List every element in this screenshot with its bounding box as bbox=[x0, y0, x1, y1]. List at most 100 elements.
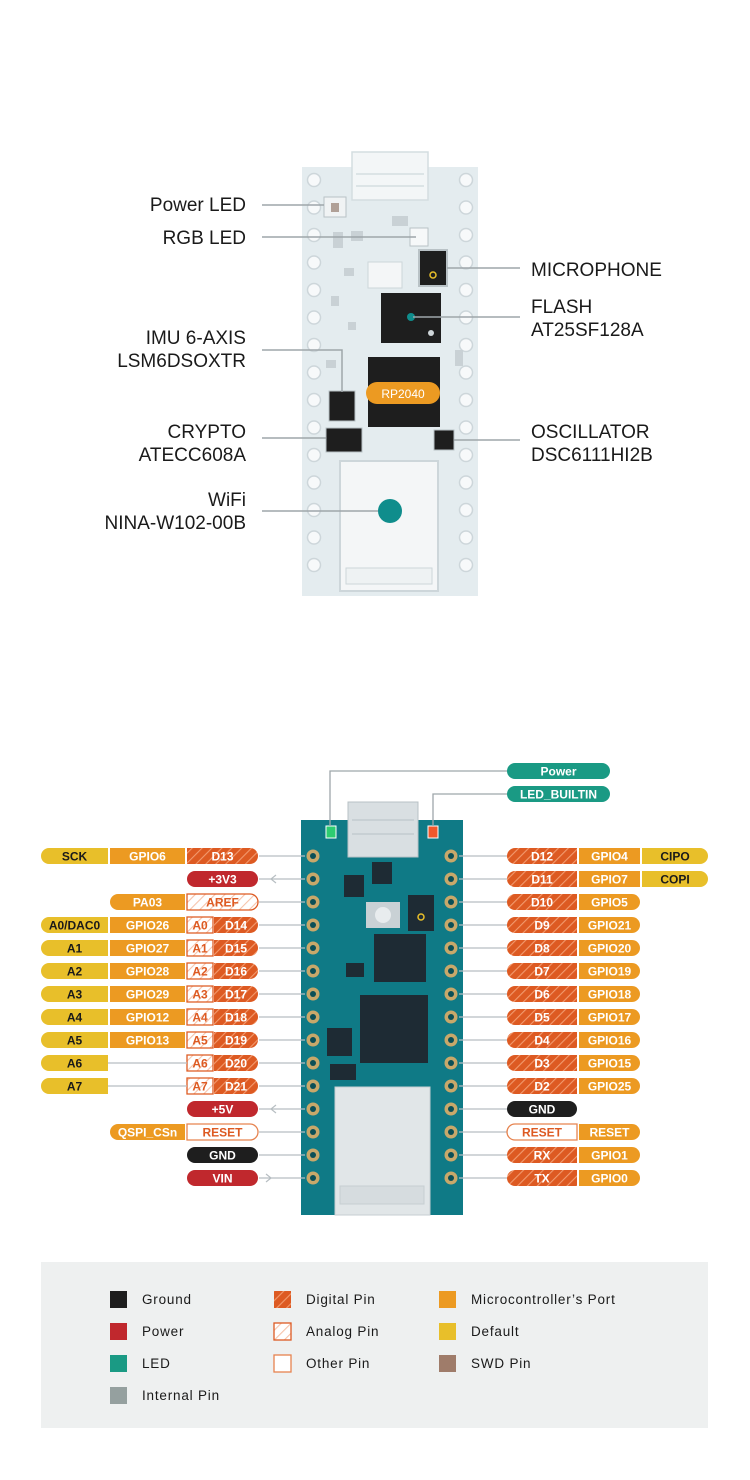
right-pin-d2-pill bbox=[507, 1078, 577, 1094]
left-pin-d21-label: D21 bbox=[225, 1079, 247, 1093]
right-pin-gpio4-pill bbox=[579, 848, 640, 864]
left-pin-a2-pill bbox=[41, 963, 108, 979]
right-pin-rx-label: RX bbox=[534, 1148, 551, 1162]
right-pin-tx-label: TX bbox=[534, 1171, 549, 1185]
right-pin-gpio20-label: GPIO20 bbox=[588, 941, 632, 955]
right-pin-row: D8 GPIO20 bbox=[459, 940, 640, 956]
left-pin-a4-pill bbox=[41, 1009, 108, 1025]
pinout-board bbox=[301, 801, 463, 1216]
right-pin-d6-label: D6 bbox=[534, 987, 550, 1001]
left-pin-sck-label: SCK bbox=[62, 849, 88, 863]
left-pin-a6-label: A6 bbox=[192, 1056, 208, 1070]
left-pin-a1-pill bbox=[186, 939, 214, 957]
left-pin-gpio12-label: GPIO12 bbox=[126, 1010, 170, 1024]
legend-label-other: Other Pin bbox=[306, 1356, 370, 1371]
legend-swatch-ground bbox=[110, 1291, 127, 1308]
left-pin-a2-label: A2 bbox=[67, 964, 83, 978]
left-pin-a7-pill bbox=[41, 1078, 108, 1094]
right-pin-d3-label: D3 bbox=[534, 1056, 550, 1070]
legend-swatch-swd bbox=[439, 1355, 456, 1372]
left-pin-a6-label: A6 bbox=[67, 1056, 83, 1070]
left-pin-d13-label: D13 bbox=[211, 849, 233, 863]
right-pin-d8-label: D8 bbox=[534, 941, 550, 955]
callout-microphone: MICROPHONE bbox=[531, 260, 662, 281]
legend-swatch-mcu bbox=[439, 1291, 456, 1308]
left-pin-a7-label: A7 bbox=[192, 1079, 208, 1093]
legend-swatch-internal bbox=[110, 1387, 127, 1404]
right-pin-d5-pill bbox=[507, 1009, 577, 1025]
left-pin-d19-label: D19 bbox=[225, 1033, 247, 1047]
left-pin-a5-pill bbox=[41, 1032, 108, 1048]
left-pin-d14-label: D14 bbox=[225, 918, 247, 932]
chevron-left-icon bbox=[270, 1104, 277, 1114]
left-pin-row: +5V bbox=[187, 1101, 305, 1117]
right-pin-d10-pill bbox=[507, 894, 577, 910]
right-pin-gnd-label: GND bbox=[529, 1102, 556, 1116]
right-pin-d9-label: D9 bbox=[534, 918, 550, 932]
right-pin-row: D9 GPIO21 bbox=[459, 917, 640, 933]
right-pin-d7-label: D7 bbox=[534, 964, 550, 978]
left-pin-gpio27-pill bbox=[110, 940, 185, 956]
chevron-left-icon bbox=[270, 874, 277, 884]
rp2040-label: RP2040 bbox=[381, 387, 425, 401]
oscillator-chip bbox=[433, 429, 455, 451]
legend-swatch-led bbox=[110, 1355, 127, 1372]
led-tags bbox=[329, 770, 507, 826]
legend-label-digital: Digital Pin bbox=[306, 1292, 376, 1307]
right-pin-gpio5-pill bbox=[579, 894, 640, 910]
left-pin-sck-pill bbox=[41, 848, 108, 864]
left-pin-a1-label: A1 bbox=[67, 941, 83, 955]
left-pin-vin-pill bbox=[187, 1170, 258, 1186]
pinout-osc bbox=[330, 1064, 356, 1080]
left-pin--3v3-label: +3V3 bbox=[208, 872, 237, 886]
right-pin-gpio1-label: GPIO1 bbox=[591, 1148, 628, 1162]
right-pin-d11-label: D11 bbox=[531, 872, 553, 886]
right-pin-reset-label: RESET bbox=[522, 1125, 563, 1139]
left-pin-a5-pill bbox=[186, 1031, 214, 1049]
left-pin-a0-dac0-label: A0/DAC0 bbox=[49, 918, 101, 932]
left-pin-row: GND bbox=[187, 1147, 305, 1163]
pinout-builtin-led bbox=[427, 825, 439, 839]
left-pin-a6-pill bbox=[186, 1054, 214, 1072]
left-pin-gnd-pill bbox=[187, 1147, 258, 1163]
left-pin-a0-pill bbox=[186, 916, 214, 934]
callout-power-led: Power LED bbox=[150, 195, 246, 216]
left-pin-a3-pill bbox=[186, 985, 214, 1003]
right-pin-row: RX GPIO1 bbox=[459, 1147, 640, 1163]
left-pin-d20-label: D20 bbox=[225, 1056, 247, 1070]
tag-power-pill bbox=[507, 763, 610, 779]
legend-label-analog: Analog Pin bbox=[306, 1324, 379, 1339]
right-pin-gpio21-label: GPIO21 bbox=[588, 918, 632, 932]
pinout-mic bbox=[408, 895, 434, 931]
legend-label-power: Power bbox=[142, 1324, 184, 1339]
right-pin-gnd-pill bbox=[507, 1101, 577, 1117]
left-pin-gpio26-pill bbox=[110, 917, 185, 933]
left-pin-row: A6 A6 D20 bbox=[41, 1054, 305, 1072]
reset-button bbox=[367, 261, 403, 289]
right-pin-gpio15-label: GPIO15 bbox=[588, 1056, 632, 1070]
right-pin-tx-pill bbox=[507, 1170, 577, 1186]
left-pin-pa03-label: PA03 bbox=[133, 895, 162, 909]
right-pin-gpio4-label: GPIO4 bbox=[591, 849, 628, 863]
left-pin-gnd-label: GND bbox=[209, 1148, 236, 1162]
left-pin--5v-pill bbox=[187, 1101, 258, 1117]
left-pin-gpio13-pill bbox=[110, 1032, 185, 1048]
crypto-chip bbox=[325, 427, 363, 453]
imu-chip bbox=[328, 390, 356, 422]
right-pin-gpio0-label: GPIO0 bbox=[591, 1171, 628, 1185]
right-pin-gpio17-label: GPIO17 bbox=[588, 1010, 632, 1024]
usb-connector bbox=[351, 151, 429, 201]
right-pin-gpio1-pill bbox=[579, 1147, 640, 1163]
left-pin-d15-label: D15 bbox=[225, 941, 247, 955]
